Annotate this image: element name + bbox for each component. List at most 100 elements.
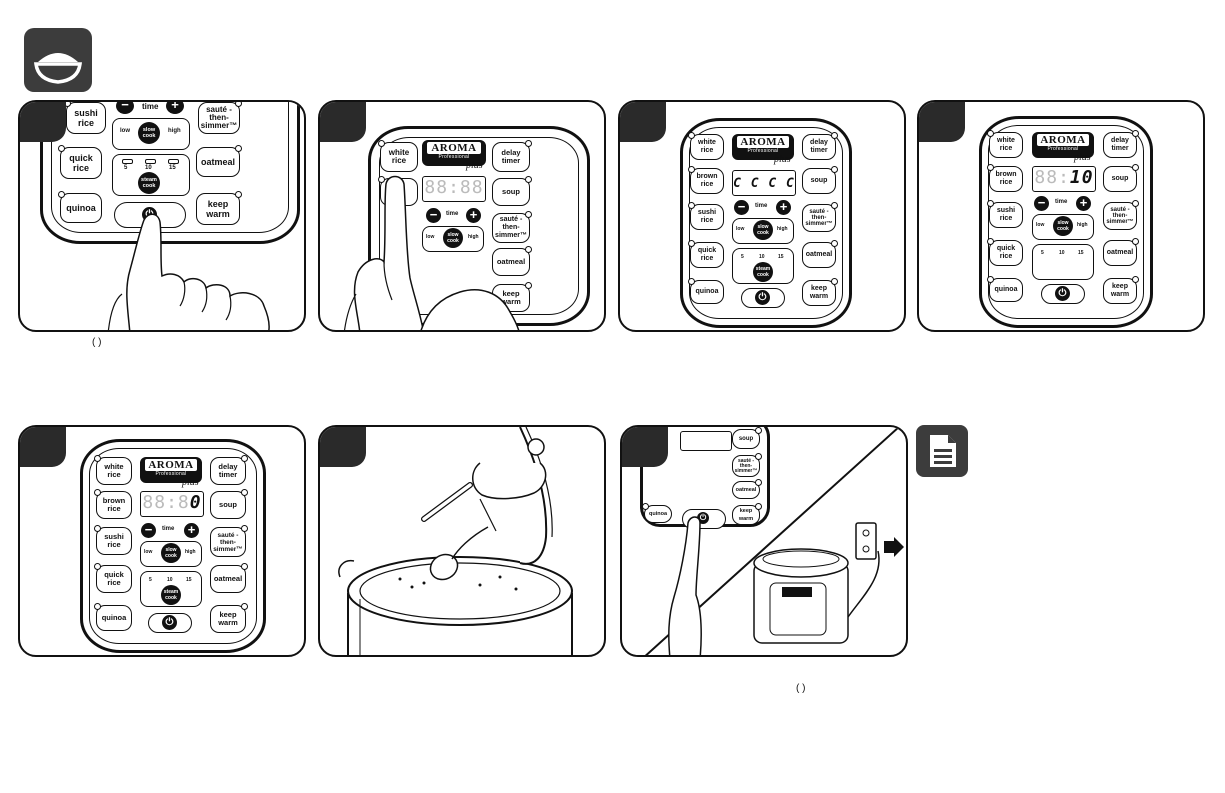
steam-cook-button[interactable]: steam cook — [753, 262, 773, 282]
saute-button[interactable]: sauté -then- simmer™ — [1103, 200, 1139, 230]
keep-warm-button[interactable]: keep warm — [1103, 276, 1139, 304]
steam-cook-group — [732, 248, 794, 284]
minus-button[interactable]: − — [426, 208, 441, 223]
saute-button[interactable]: sauté -then- simmer™ — [210, 525, 248, 557]
steam-cook-group — [112, 154, 190, 196]
plus-button[interactable]: + — [1076, 196, 1091, 211]
step-badge — [622, 427, 668, 467]
plus-button[interactable]: + — [184, 523, 199, 538]
quick-rice-button[interactable]: quick rice — [94, 563, 132, 593]
soup-button[interactable]: soup — [492, 176, 532, 206]
plus-button[interactable]: + — [776, 200, 791, 215]
power-icon: ⏻ — [162, 615, 177, 630]
quick-rice-button[interactable]: quick rice — [688, 240, 724, 268]
soup-button[interactable]: soup — [1103, 164, 1139, 192]
white-rice-button[interactable]: white rice — [987, 130, 1023, 158]
low-label: low — [1036, 222, 1045, 228]
brown-rice-button[interactable]: brown rice — [987, 164, 1023, 192]
oatmeal-button[interactable]: oatmeal — [210, 563, 248, 593]
sushi-rice-button[interactable]: sushi rice — [688, 202, 724, 230]
slow-cook-button[interactable]: slow cook — [161, 543, 181, 563]
oatmeal-button[interactable]: oatmeal — [802, 240, 838, 268]
time-label: time — [755, 203, 768, 209]
sushi-rice-button[interactable]: sushi rice — [64, 102, 106, 134]
step-badge — [620, 102, 666, 142]
keep-warm-button[interactable]: keep warm — [210, 603, 248, 633]
finger-illustration — [343, 175, 424, 330]
steam-cook-button[interactable]: steam cook — [161, 585, 181, 605]
minus-button[interactable]: − — [1034, 196, 1049, 211]
keep-warm-button[interactable]: keep warm — [732, 503, 762, 525]
minus-button[interactable]: − — [141, 523, 156, 538]
saute-button[interactable]: sauté -then- simmer™ — [802, 202, 838, 232]
power-button[interactable]: ⏻ — [148, 613, 192, 633]
plus-button[interactable]: + — [466, 208, 481, 223]
delay-timer-button[interactable]: delay timer — [492, 140, 532, 172]
saute-button[interactable]: sauté -then- simmer™ — [492, 211, 532, 243]
sushi-rice-button[interactable]: sushi rice — [94, 525, 132, 555]
steam-cook-button[interactable]: steam cook — [138, 172, 160, 194]
power-button[interactable]: ⏻ — [1041, 284, 1085, 304]
soup-button[interactable]: soup — [210, 489, 248, 519]
step-6-panel — [318, 425, 606, 657]
saute-button[interactable]: sauté -then- simmer™ — [198, 102, 242, 134]
quinoa-button[interactable]: quinoa — [688, 278, 724, 304]
t5-label: 5 — [149, 577, 152, 583]
soup-button[interactable]: soup — [802, 166, 838, 194]
white-rice-button[interactable]: white rice — [94, 455, 132, 485]
white-rice-button[interactable]: white rice — [378, 140, 418, 172]
brown-rice-button[interactable]: brown rice — [94, 489, 132, 519]
white-rice-button[interactable]: white rice — [688, 132, 724, 160]
plus-button[interactable]: + — [166, 102, 184, 114]
t10-label: 10 — [759, 254, 765, 260]
quick-rice-button[interactable]: quick rice — [58, 145, 102, 179]
quick-rice-button[interactable]: quick rice — [987, 238, 1023, 266]
time-label: time — [142, 102, 159, 111]
steam-cook-group — [1032, 244, 1094, 280]
high-label: high — [168, 128, 181, 134]
t5-label: 5 — [741, 254, 744, 260]
t10-label: 10 — [1059, 250, 1065, 256]
slow-cook-button[interactable]: slow cook — [1053, 216, 1073, 236]
quinoa-button[interactable]: quinoa — [642, 503, 672, 523]
quinoa-button[interactable]: quinoa — [987, 276, 1023, 302]
sushi-rice-button[interactable]: sushi rice — [987, 200, 1023, 228]
oatmeal-button[interactable]: oatmeal — [1103, 238, 1139, 266]
delay-timer-button[interactable]: delay timer — [210, 455, 248, 485]
slow-cook-button[interactable]: slow cook — [138, 122, 160, 144]
slow-cook-group — [140, 541, 202, 567]
slow-cook-button[interactable]: slow cook — [753, 220, 773, 240]
document-icon — [916, 425, 968, 477]
time-label: time — [446, 211, 459, 217]
oatmeal-button[interactable]: oatmeal — [492, 246, 532, 276]
brown-rice-button[interactable]: brown rice — [688, 166, 724, 194]
oatmeal-button[interactable]: oatmeal — [196, 145, 242, 177]
keep-warm-button[interactable]: keep warm — [196, 191, 242, 225]
power-button[interactable]: ⏻ — [741, 288, 785, 308]
slow-cook-button[interactable]: slow cook — [443, 228, 463, 248]
keep-warm-button[interactable]: keep warm — [802, 278, 838, 306]
high-label: high — [468, 234, 479, 240]
oatmeal-button[interactable]: oatmeal — [732, 479, 762, 499]
quinoa-button[interactable]: quinoa — [94, 603, 132, 631]
saute-button[interactable]: sauté -then- simmer™ — [732, 453, 762, 477]
delay-timer-button[interactable]: delay timer — [1103, 130, 1139, 158]
time-label: time — [1055, 199, 1068, 205]
delay-timer-button[interactable]: delay timer — [802, 132, 838, 160]
soup-button[interactable]: soup — [732, 427, 762, 449]
t15-label: 15 — [186, 577, 192, 583]
series-suffix: plus — [1074, 152, 1091, 163]
series-suffix: plus — [774, 154, 791, 165]
time-display: 88:88 — [422, 176, 486, 202]
minus-button[interactable]: − — [116, 102, 134, 114]
low-label: low — [426, 234, 435, 240]
time-display: 88:10 — [1032, 166, 1096, 192]
step-4-panel: white rice brown rice sushi rice quick r… — [917, 100, 1205, 332]
quinoa-button[interactable]: quinoa — [58, 191, 102, 223]
slow-cook-group — [1032, 214, 1094, 240]
minus-button[interactable]: − — [734, 200, 749, 215]
power-icon: ⏻ — [1055, 286, 1070, 301]
